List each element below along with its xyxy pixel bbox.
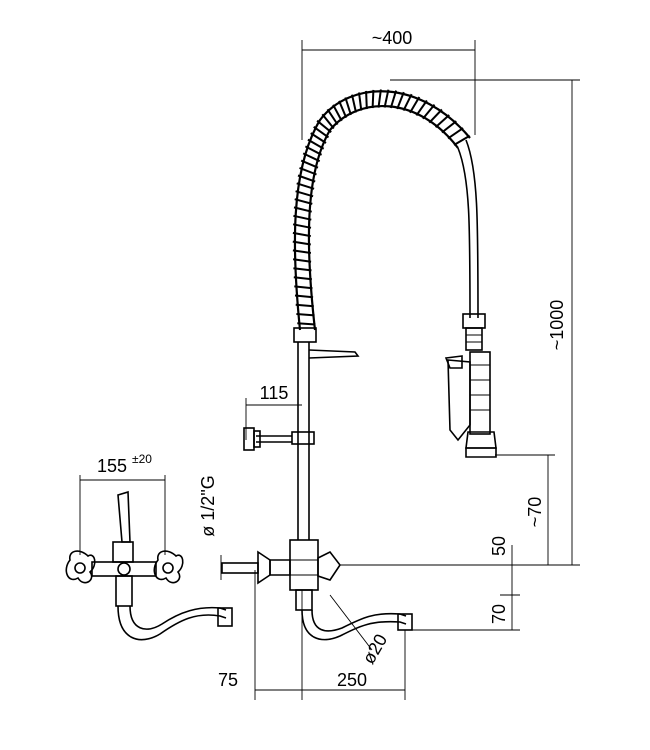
coil-winding <box>441 120 457 134</box>
dim-wall-spacing-tolerance: ±20 <box>132 452 152 466</box>
coil-winding <box>453 134 471 146</box>
coil-winding <box>447 127 464 140</box>
coil-winding <box>295 303 314 308</box>
coil-winding <box>294 294 314 299</box>
dim-spout-length: 250 <box>337 670 367 690</box>
dim-spout-drop: 70 <box>489 604 509 624</box>
dim-spout-clearance: ~70 <box>525 497 545 528</box>
coil-winding <box>292 249 312 254</box>
spray-hose <box>457 139 486 351</box>
vertical-column <box>243 327 360 540</box>
dim-total-height: ~1000 <box>547 300 567 351</box>
coil-winding <box>310 132 327 144</box>
mixer-body <box>221 539 413 641</box>
coil-winding <box>296 182 315 190</box>
coil-winding <box>297 174 316 183</box>
coil-winding <box>351 94 357 113</box>
coil-winding <box>326 108 339 126</box>
coil-winding <box>316 119 332 133</box>
coil-winding <box>365 90 368 110</box>
dim-wall-spacing: 155 <box>97 456 127 476</box>
coil-winding <box>396 91 405 110</box>
coil-winding <box>313 125 330 139</box>
dim-spout-diameter: ø20 <box>358 631 391 668</box>
dimension-labels: ~400 ~1000 115 ø 1/2"G 155 ±20 ~70 50 70… <box>97 28 567 690</box>
coil-winding <box>304 145 323 156</box>
dim-hose-reach: ~400 <box>372 28 413 48</box>
coil-winding <box>296 313 315 317</box>
coil-winding <box>409 96 421 114</box>
coil-winding <box>294 285 313 290</box>
coil-winding <box>332 104 343 122</box>
coil-winding <box>292 231 311 238</box>
spray-head <box>444 351 497 458</box>
coil-winding <box>293 214 312 221</box>
coil-winding <box>415 99 428 116</box>
coil-winding <box>300 159 319 169</box>
coil-winding <box>302 152 321 163</box>
coil-winding <box>293 267 312 272</box>
wall-mixer <box>65 490 233 641</box>
dim-bracket-offset: 115 <box>260 383 289 403</box>
coil-winding <box>428 108 443 124</box>
dim-wall-depth: 75 <box>218 670 238 690</box>
coil-winding <box>422 103 436 120</box>
coil-winding <box>389 90 398 109</box>
coil-winding <box>377 89 382 108</box>
coil-winding <box>293 206 312 213</box>
coil-winding <box>321 113 335 130</box>
coil-winding <box>434 114 450 128</box>
coil-winding <box>402 93 413 112</box>
coil-winding <box>358 92 363 111</box>
coil-winding <box>299 166 317 176</box>
coil-winding <box>371 89 375 109</box>
coil-winding <box>297 322 316 326</box>
coil-winding <box>292 258 312 263</box>
spring-coil <box>292 89 471 331</box>
dim-inlet-to-spout: 50 <box>489 536 509 556</box>
coil-winding <box>338 100 348 119</box>
dimension-lines <box>79 40 580 700</box>
dim-thread: ø 1/2"G <box>198 475 218 536</box>
coil-winding <box>383 89 390 108</box>
coil-winding <box>295 190 314 198</box>
coil-winding <box>294 198 313 205</box>
coil-winding <box>344 97 352 116</box>
coil-winding <box>307 138 325 150</box>
coil-winding <box>292 223 312 229</box>
coil-winding <box>293 276 313 281</box>
coil-winding <box>292 240 311 246</box>
